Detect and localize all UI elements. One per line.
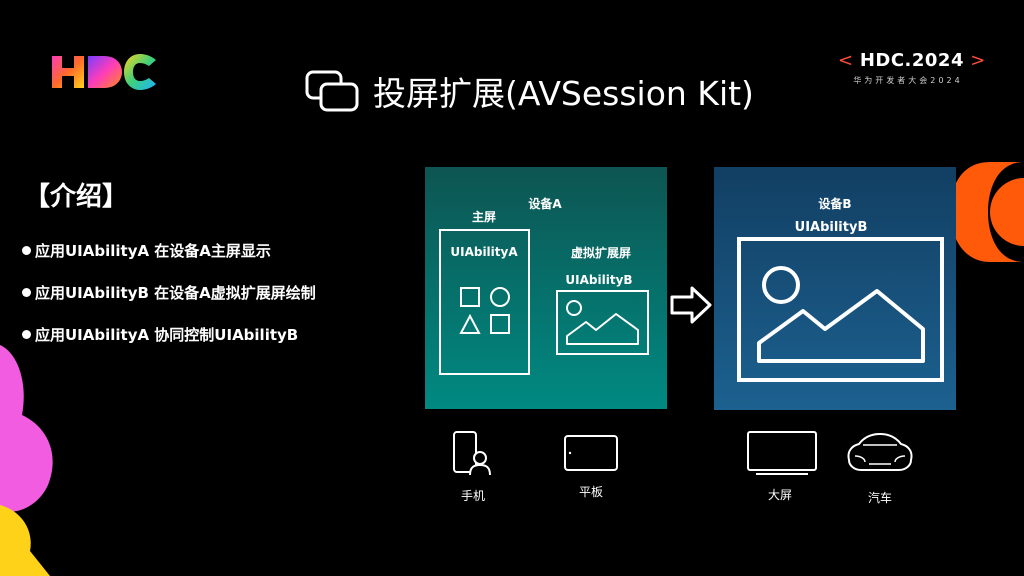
device-label-tablet: 平板: [579, 483, 603, 500]
list-item: 应用UIAbilityB 在设备A虚拟扩展屏绘制: [22, 282, 316, 302]
virtual-ability-label: UIAbilityB: [565, 273, 632, 287]
device-b-screen-box: [737, 237, 944, 382]
list-item: 应用UIAbilityA 协同控制UIAbilityB: [22, 324, 316, 344]
tablet-icon: [563, 434, 619, 472]
page-title-row: 投屏扩展(AVSession Kit): [305, 68, 754, 114]
bullet-dot: [22, 330, 31, 339]
intro-heading: 【介绍】: [24, 176, 128, 213]
main-ability-label: UIAbilityA: [450, 245, 517, 259]
device-b-title: 设备B: [818, 195, 851, 212]
device-a-title: 设备A: [528, 195, 561, 212]
right-arrow-icon: [670, 285, 712, 325]
image-icon: [564, 298, 642, 348]
virtual-screen-label: 虚拟扩展屏: [571, 244, 631, 261]
intro-bullet-list: 应用UIAbilityA 在设备A主屏显示 应用UIAbilityB 在设备A虚…: [22, 240, 316, 344]
device-label-phone: 手机: [461, 487, 485, 504]
event-badge: < HDC.2024 > 华为开发者大会2024: [838, 50, 978, 86]
bullet-dot: [22, 246, 31, 255]
list-item: 应用UIAbilityA 在设备A主屏显示: [22, 240, 316, 260]
decorative-yellow-shape: [0, 505, 50, 576]
image-icon: [751, 251, 931, 367]
decorative-pink-shape: [0, 345, 60, 515]
decorative-orange-shape: [950, 162, 1024, 262]
device-label-car: 汽车: [868, 489, 892, 506]
page-title: 投屏扩展(AVSession Kit): [373, 67, 754, 115]
main-screen-box: UIAbilityA: [439, 229, 530, 375]
device-b-panel: 设备B UIAbilityB: [714, 167, 956, 410]
screen-cast-icon: [305, 70, 359, 112]
car-icon: [843, 430, 917, 474]
bullet-dot: [22, 288, 31, 297]
device-label-big-screen: 大屏: [768, 486, 792, 503]
shapes-icon: [459, 286, 513, 336]
event-subtitle: 华为开发者大会2024: [838, 75, 978, 86]
hdc-logo: [52, 52, 156, 92]
device-b-ability-label: UIAbilityB: [795, 220, 868, 235]
tv-icon: [746, 430, 818, 476]
virtual-screen-box: [556, 290, 649, 355]
event-title: < HDC.2024 >: [838, 50, 978, 71]
device-a-panel: 设备A 主屏 UIAbilityA 虚拟扩展屏 UIAbilityB: [425, 167, 667, 409]
main-screen-label: 主屏: [472, 208, 496, 225]
phone-icon: [452, 430, 496, 476]
